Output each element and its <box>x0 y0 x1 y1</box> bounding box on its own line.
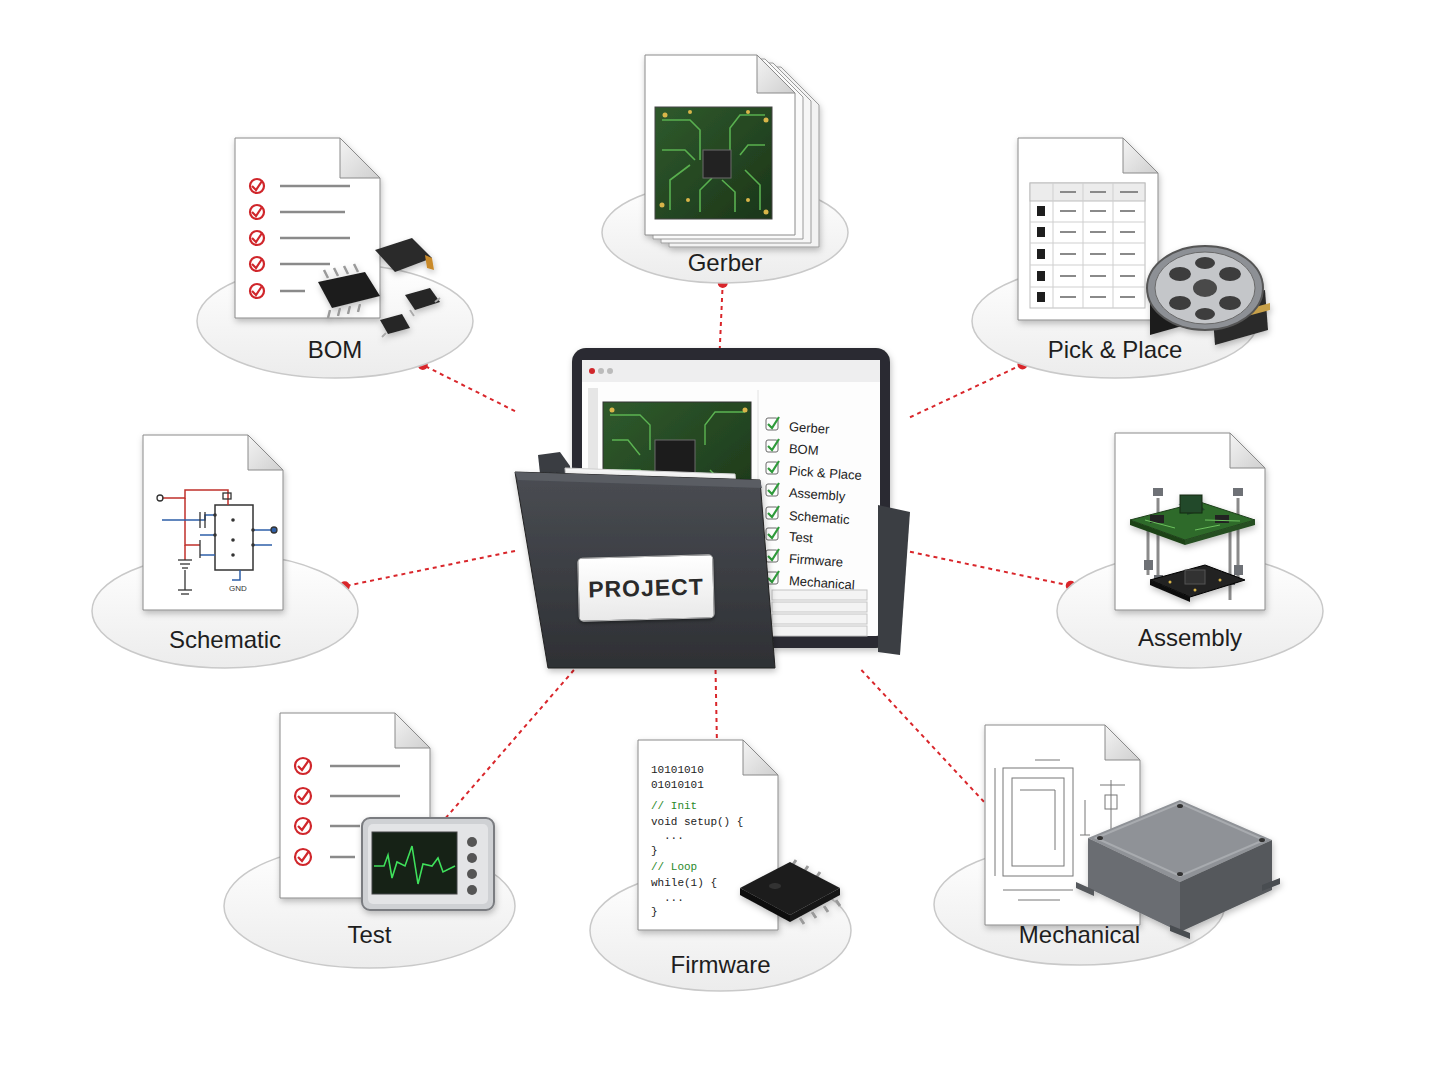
file-platform: Test <box>222 842 517 970</box>
code-line: // Init <box>651 800 697 813</box>
code-line: while(1) { <box>651 877 717 890</box>
checklist-item: Mechanical <box>788 573 855 593</box>
code-line: 01010101 <box>651 779 704 792</box>
checklist-item: Firmware <box>788 551 843 570</box>
checklist-item: Schematic <box>788 508 850 527</box>
file-label: Assembly <box>1055 623 1325 653</box>
folder-tag: PROJECT <box>577 554 715 622</box>
dotted-connector <box>720 283 723 350</box>
dotted-connector <box>420 670 574 848</box>
platform-ellipse <box>224 844 515 968</box>
code-line: } <box>651 906 658 919</box>
checklist-item: Assembly <box>788 485 845 504</box>
dotted-connector <box>423 365 515 411</box>
file-label: BOM <box>195 335 475 365</box>
file-platform: Schematic <box>90 552 360 670</box>
dotted-connector <box>910 552 1071 586</box>
file-platform: Firmware <box>588 868 853 993</box>
checklist-item: Pick & Place <box>788 463 862 483</box>
file-platform: Gerber <box>600 180 850 285</box>
file-platform: Mechanical <box>932 842 1227 967</box>
file-label: Gerber <box>600 248 850 278</box>
dotted-connector <box>910 364 1022 417</box>
code-line: } <box>651 845 658 858</box>
file-platform: Assembly <box>1055 552 1325 670</box>
file-platform: Pick & Place <box>970 262 1260 380</box>
code-line: void setup() { <box>651 816 743 829</box>
code-line: ... <box>664 892 684 905</box>
project-folder: PROJECT <box>515 350 910 670</box>
code-line: ... <box>664 830 684 843</box>
code-line: // Loop <box>651 861 697 874</box>
file-label: Schematic <box>90 625 360 655</box>
dotted-connector <box>716 670 720 870</box>
file-label: Firmware <box>588 950 853 980</box>
checklist-item: Gerber <box>788 419 829 437</box>
dotted-connector <box>345 551 515 586</box>
ellipse-platform <box>1055 552 1325 670</box>
ellipse-platform <box>222 842 517 970</box>
file-label: Pick & Place <box>970 335 1260 365</box>
net-label: GND <box>229 584 247 594</box>
code-line: 10101010 <box>651 764 704 777</box>
ellipse-platform <box>932 842 1227 967</box>
file-platform: BOM <box>195 262 475 380</box>
file-label: Test <box>222 920 517 950</box>
file-label: Mechanical <box>932 920 1227 950</box>
dotted-connector <box>861 670 1027 848</box>
checklist-item: BOM <box>788 441 819 458</box>
checklist-item: Test <box>788 529 813 546</box>
project-folder-illustration <box>515 348 910 668</box>
